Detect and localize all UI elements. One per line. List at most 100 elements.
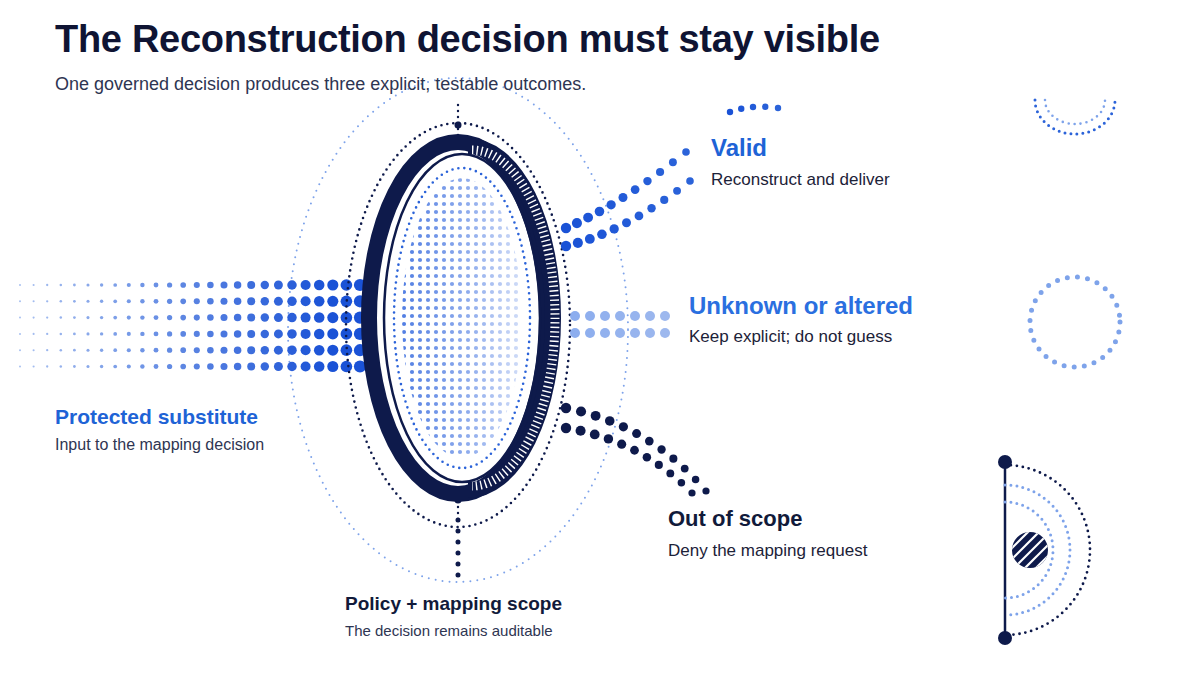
input-dot <box>60 284 63 287</box>
bar-end <box>998 455 1012 469</box>
input-dot <box>154 299 159 304</box>
outcome-heading: Out of scope <box>668 506 802 531</box>
input-dot <box>314 345 325 356</box>
input-dot <box>247 281 255 289</box>
outcome-dot <box>645 437 654 446</box>
input-dot <box>327 312 338 323</box>
outcome-dot <box>673 187 681 195</box>
input-dot <box>261 346 269 354</box>
input-dot <box>220 330 227 337</box>
diagram-caption: One governed decision produces three exp… <box>55 74 586 95</box>
input-dot <box>261 313 269 321</box>
input-dot <box>100 300 103 303</box>
input-dot <box>327 328 338 339</box>
input-dot <box>234 281 241 288</box>
outcome-dot <box>647 204 655 212</box>
arc-symbol <box>1045 100 1105 124</box>
input-dot <box>19 300 21 302</box>
input-dot <box>140 364 144 368</box>
input-dot <box>247 363 255 371</box>
outcome-dot <box>630 311 640 321</box>
input-dot <box>154 331 159 336</box>
input-dot <box>180 347 186 353</box>
input-dot <box>327 296 338 307</box>
outcome-dot <box>643 177 651 185</box>
unknown-symbol <box>1030 277 1120 367</box>
input-dot <box>220 363 227 370</box>
diagram-title: The Reconstruction decision must stay vi… <box>55 18 880 61</box>
input-dot <box>301 329 311 339</box>
input-dot <box>194 315 200 321</box>
input-dot <box>127 332 131 336</box>
core-hatch <box>990 508 1060 584</box>
input-dot <box>301 361 311 371</box>
input-dot <box>113 283 117 287</box>
outcome-dot <box>604 434 613 443</box>
outcome-dot <box>702 487 709 494</box>
input-dot <box>60 316 63 319</box>
input-dot <box>73 284 76 287</box>
input-dot <box>127 348 131 352</box>
input-dot <box>73 349 76 352</box>
input-dot <box>86 332 89 335</box>
lens-dots <box>402 178 522 458</box>
outcome-dot <box>657 445 665 453</box>
outcome-dot <box>622 218 631 227</box>
input-dot <box>33 333 35 335</box>
input-dot <box>327 361 338 372</box>
input-dot <box>207 347 214 354</box>
input-dot <box>113 316 117 320</box>
input-dot <box>261 330 269 338</box>
input-dot <box>86 283 89 286</box>
input-dot <box>19 284 21 286</box>
input-heading: Protected substitute <box>55 405 258 429</box>
input-dot <box>180 298 186 304</box>
input-dot <box>301 313 311 323</box>
outcome-dot <box>600 328 610 338</box>
input-dot <box>261 362 269 370</box>
input-dot <box>234 363 241 370</box>
outcome-dot <box>597 229 607 239</box>
input-dot <box>86 365 89 368</box>
input-dot <box>180 282 186 288</box>
input-dot <box>154 283 159 288</box>
input-dot <box>234 330 241 337</box>
input-dot <box>140 348 144 352</box>
input-dot <box>314 280 325 291</box>
input-dot <box>100 349 103 352</box>
input-dot <box>86 349 89 352</box>
outcome-dot <box>727 109 733 115</box>
input-dot <box>167 348 172 353</box>
input-dot <box>19 349 21 351</box>
outcome-dot <box>631 185 640 194</box>
input-dot <box>287 313 296 322</box>
input-dot <box>287 345 296 354</box>
input-dot <box>301 345 311 355</box>
input-dot <box>180 364 186 370</box>
input-dot <box>247 297 255 305</box>
outcome-dot <box>561 223 571 233</box>
input-dot <box>194 363 200 369</box>
input-dot <box>100 332 103 335</box>
input-dot <box>127 364 131 368</box>
axis-dots <box>456 520 461 582</box>
input-dot <box>234 314 241 321</box>
input-dot <box>207 298 214 305</box>
outcome-dot <box>630 328 640 338</box>
input-dot <box>167 315 172 320</box>
input-dot <box>341 361 353 373</box>
outcome-dot <box>645 328 655 338</box>
outcome-note: Keep explicit; do not guess <box>689 327 892 347</box>
scope-note: The decision remains auditable <box>345 622 553 639</box>
outcome-dot <box>660 196 668 204</box>
outcome-dot <box>738 106 744 112</box>
outcome-dot <box>681 465 689 473</box>
input-dot <box>207 282 214 289</box>
bar-end <box>998 631 1012 645</box>
outcome-dot <box>570 328 580 338</box>
arc-symbol <box>1035 100 1115 134</box>
input-dot <box>60 349 63 352</box>
outcome-dot <box>595 207 605 217</box>
input-dot <box>301 296 311 306</box>
